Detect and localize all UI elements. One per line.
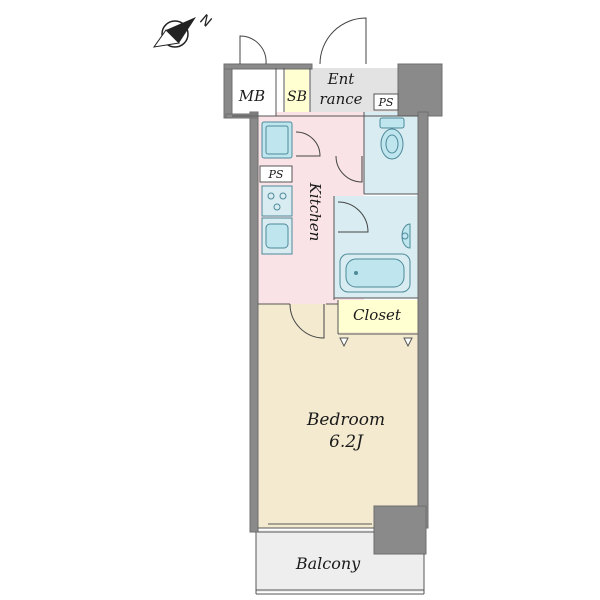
- door-swings: [239, 17, 413, 525]
- partitions: [232, 68, 425, 595]
- ps-top-label: PS: [378, 96, 394, 109]
- washing-machine-pan: [261, 121, 293, 159]
- ps-box-top: [373, 93, 399, 111]
- sb-label: SB: [287, 89, 307, 105]
- entrance-label-line2: rance: [319, 90, 362, 108]
- balcony-label: Balcony: [295, 554, 361, 573]
- ps-left-label: PS: [268, 168, 284, 181]
- meter-box-floor: [230, 68, 276, 116]
- bedroom-label: Bedroom: [306, 410, 385, 430]
- shoe-box-floor: [285, 68, 309, 112]
- north-label: N: [196, 12, 214, 31]
- stove: [261, 185, 293, 217]
- mb-label: MB: [238, 87, 265, 105]
- closet-floor: [338, 300, 418, 332]
- walls: [223, 63, 443, 555]
- closet-label: Closet: [353, 306, 402, 324]
- bedroom-size-label: 6.2J: [329, 432, 364, 452]
- entrance-label-line1: Ent: [327, 70, 356, 88]
- kitchen-sink: [261, 217, 293, 255]
- bathtub: [339, 253, 411, 293]
- kitchen-label: Kitchen: [306, 182, 324, 242]
- bedroom-floor: [258, 304, 418, 528]
- wash-basin: [401, 223, 411, 249]
- compass-rose-icon: N: [152, 12, 215, 48]
- ps-box-left: [259, 165, 293, 183]
- toilet: [379, 117, 405, 160]
